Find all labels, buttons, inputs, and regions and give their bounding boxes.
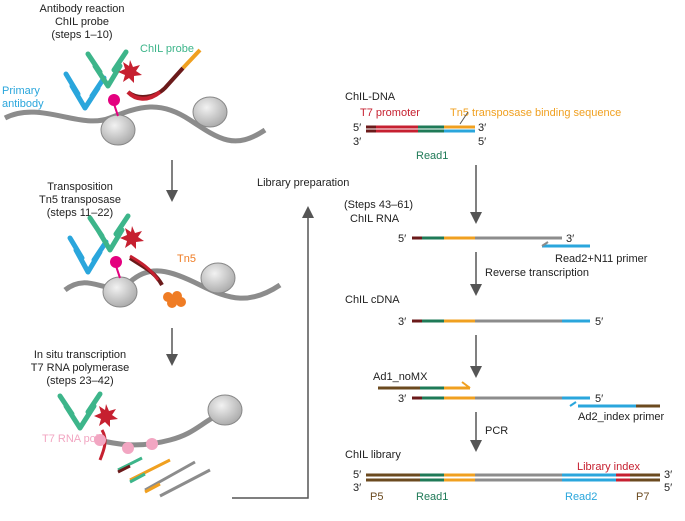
nucleosome <box>102 276 138 308</box>
t7-pol <box>146 438 158 450</box>
svg-text:5′: 5′ <box>353 122 361 134</box>
library-prep-arrow <box>232 206 314 499</box>
svg-text:(steps 1–10): (steps 1–10) <box>51 29 112 41</box>
primary-antibody-label-2: antibody <box>2 98 44 110</box>
svg-text:3′: 3′ <box>478 122 486 134</box>
ad2-primer-label: Ad2_index primer <box>578 411 665 423</box>
svg-text:3′: 3′ <box>353 482 361 494</box>
svg-text:(steps 23–42): (steps 23–42) <box>46 375 113 387</box>
panel-transcription: T7 RNA pol <box>42 391 243 498</box>
library-prep-label: Library preparation <box>257 177 349 189</box>
svg-text:5′: 5′ <box>398 233 406 245</box>
nucleosome <box>100 114 136 146</box>
t7-pol <box>122 442 134 454</box>
primary-antibody-label: Primary <box>2 85 40 97</box>
step1-header: Antibody reaction ChIL probe (steps 1–10… <box>40 3 125 41</box>
chil-dna: ChIL-DNA T7 promoter Tn5 transposase bin… <box>345 91 621 162</box>
panel-antibody-reaction: ChIL probe Primary antibody <box>2 43 267 146</box>
t7-promoter-label: T7 promoter <box>360 107 420 119</box>
svg-text:In situ transcription: In situ transcription <box>34 349 126 361</box>
svg-text:5′: 5′ <box>478 136 486 148</box>
svg-text:(steps 11–22): (steps 11–22) <box>47 207 113 219</box>
p7-label: P7 <box>636 491 649 503</box>
ad1-label: Ad1_noMX <box>373 371 428 383</box>
star-icon <box>118 60 142 83</box>
svg-text:Tn5 transposase: Tn5 transposase <box>39 194 121 206</box>
svg-text:3′: 3′ <box>566 233 574 245</box>
read2-bottom-label: Read2 <box>565 491 597 503</box>
svg-text:ChIL probe: ChIL probe <box>55 16 109 28</box>
histone-mark <box>108 94 120 106</box>
t7-pol <box>94 434 106 446</box>
panel-transposition: Tn5 <box>63 213 282 308</box>
nucleosome <box>192 96 228 128</box>
step3-header: In situ transcription T7 RNA polymerase … <box>31 349 129 387</box>
t7-rna-pol-label: T7 RNA pol <box>42 433 98 445</box>
nucleosome <box>207 394 243 426</box>
read1-top-label: Read1 <box>416 150 448 162</box>
p5-label: P5 <box>370 491 383 503</box>
read2-primer-label: Read2+N11 primer <box>555 253 648 265</box>
chil-probe-label: ChIL probe <box>140 43 194 55</box>
svg-text:5′: 5′ <box>595 316 603 328</box>
svg-text:T7 RNA polymerase: T7 RNA polymerase <box>31 362 129 374</box>
svg-text:ChIL library: ChIL library <box>345 449 401 461</box>
adapter-annealing: Ad1_noMX 3′ 5′ Ad2_index primer <box>373 371 665 423</box>
svg-text:(Steps 43–61): (Steps 43–61) <box>344 199 413 211</box>
reverse-transcription-label: Reverse transcription <box>485 267 589 279</box>
svg-text:ChIL RNA: ChIL RNA <box>350 213 400 225</box>
svg-text:ChIL cDNA: ChIL cDNA <box>345 294 400 306</box>
star-icon <box>94 404 118 427</box>
svg-text:3′: 3′ <box>664 469 672 481</box>
chil-probe-antibody <box>85 49 129 89</box>
tn5-label: Tn5 <box>177 253 196 265</box>
svg-text:Antibody reaction: Antibody reaction <box>40 3 125 15</box>
library-index-label: Library index <box>577 461 640 473</box>
svg-text:Transposition: Transposition <box>47 181 113 193</box>
nucleosome <box>200 262 236 294</box>
svg-text:3′: 3′ <box>353 136 361 148</box>
chil-cdna: ChIL cDNA 3′ 5′ <box>345 294 603 328</box>
svg-text:3′: 3′ <box>398 316 406 328</box>
tn5-binding-label: Tn5 transposase binding sequence <box>450 107 621 119</box>
primary-antibody <box>63 71 107 111</box>
svg-text:5′: 5′ <box>595 393 603 405</box>
star-icon <box>120 226 144 249</box>
svg-text:3′: 3′ <box>398 393 406 405</box>
svg-text:5′: 5′ <box>353 469 361 481</box>
pcr-label: PCR <box>485 425 508 437</box>
read1-bottom-label: Read1 <box>416 491 448 503</box>
svg-text:ChIL-DNA: ChIL-DNA <box>345 91 396 103</box>
chil-library: ChIL library Library index 5′ 3′ 3′ 5′ P… <box>345 449 672 503</box>
svg-text:5′: 5′ <box>664 482 672 494</box>
chil-rna: (Steps 43–61) ChIL RNA 5′ 3′ Read2+N11 p… <box>344 199 648 265</box>
step2-header: Transposition Tn5 transposase (steps 11–… <box>39 181 121 219</box>
